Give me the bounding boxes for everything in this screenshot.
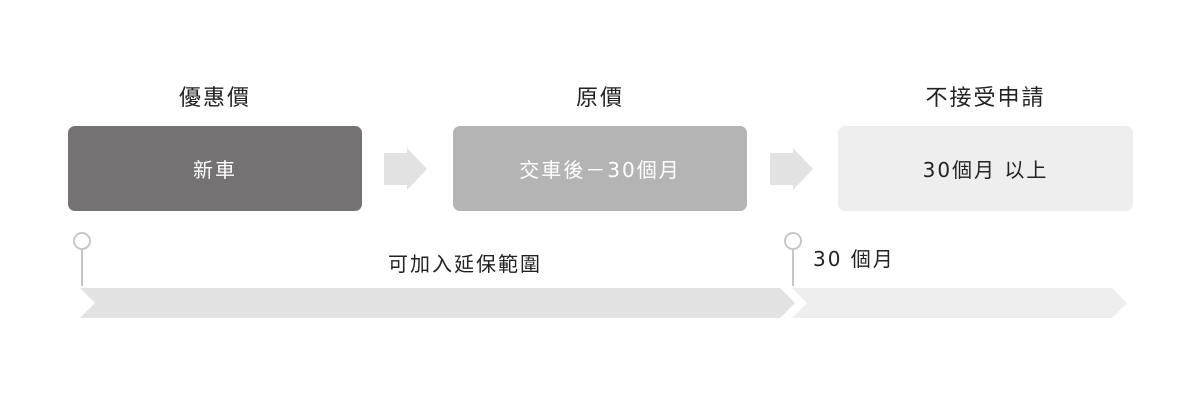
stage-box-after-delivery: 交車後－30個月 bbox=[453, 126, 747, 211]
timeline-marker-start-icon bbox=[73, 232, 91, 286]
stage-box-over-30-months-label: 30個月 以上 bbox=[922, 158, 1049, 182]
step-arrow-1-icon bbox=[384, 148, 427, 190]
timeline-bar-extended-warranty bbox=[80, 288, 795, 318]
timeline-label-30-months: 30 個月 bbox=[813, 247, 895, 271]
stage-header-original-price: 原價 bbox=[575, 86, 624, 111]
stage-box-after-delivery-label: 交車後－30個月 bbox=[519, 158, 681, 182]
stage-box-new-car: 新車 bbox=[68, 126, 362, 211]
timeline-label-extended-warranty: 可加入延保範圍 bbox=[388, 252, 542, 276]
step-arrow-2-icon bbox=[770, 148, 813, 190]
stage-header-discount: 優惠價 bbox=[178, 86, 251, 111]
timeline-bar-30-months bbox=[792, 288, 1127, 318]
stage-box-new-car-label: 新車 bbox=[193, 158, 237, 182]
timeline-marker-30-months-icon bbox=[784, 232, 802, 286]
stage-box-over-30-months: 30個月 以上 bbox=[838, 126, 1133, 211]
stage-header-not-accepted: 不接受申請 bbox=[925, 86, 1046, 111]
